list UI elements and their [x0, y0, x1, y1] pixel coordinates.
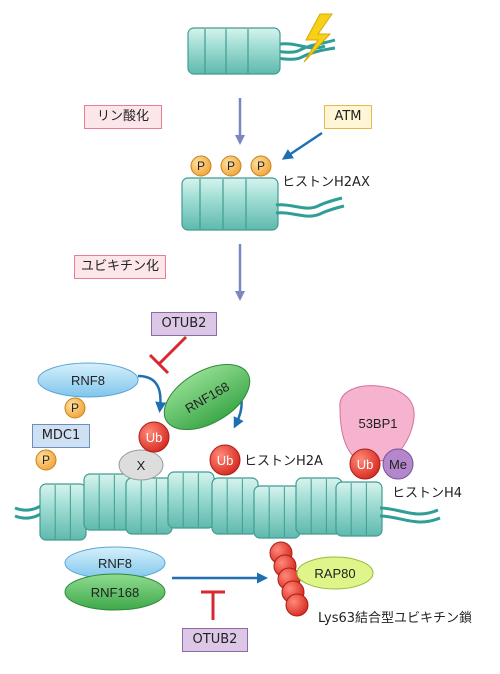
rnf8-bottom-label: RNF8 [98, 556, 132, 571]
bp53-label: 53BP1 [358, 416, 397, 431]
me-shape [382, 448, 414, 480]
ub-h2a-shape [209, 444, 241, 476]
rnf8-top-shape [37, 362, 139, 398]
rnf168-bottom-label: RNF168 [91, 585, 139, 600]
atm-label: ATM [324, 105, 372, 129]
phospho-label-3: P [257, 159, 265, 173]
rap80-label: RAP80 [314, 566, 355, 581]
phospho-label-2: P [227, 159, 235, 173]
rnf168-bottom-shape [64, 573, 166, 611]
phospho-mdc1-1 [64, 397, 86, 419]
histone-h2a-label: ヒストンH2A [244, 454, 323, 469]
otub2-inhibition-top [148, 335, 188, 375]
phospho-label-1: P [197, 159, 205, 173]
x-protein-label: X [137, 458, 146, 473]
rap80-shape [296, 556, 374, 590]
fiber-nucleosome-7 [295, 477, 343, 535]
fiber-nucleosome-5 [211, 477, 259, 535]
lys63-ubiquitin-chain [269, 541, 309, 617]
fiber-nucleosome-1 [39, 483, 87, 541]
ub-top-shape [138, 421, 170, 453]
otub2-bottom-label: OTUB2 [182, 628, 248, 652]
fiber-nucleosome-4 [167, 471, 215, 529]
phospho-mdc1-2 [35, 449, 57, 471]
fiber-nucleosome-6 [253, 485, 301, 539]
x-protein-shape [118, 449, 164, 481]
arrow-rnf8-to-ub [137, 374, 167, 413]
phospho-label-mdc1-1: P [71, 401, 79, 415]
me-label: Me [389, 457, 407, 472]
rnf168-top-shape [163, 363, 251, 431]
fiber-nucleosome-3 [125, 477, 173, 535]
top-nucleosome [187, 27, 336, 75]
phospho-label-mdc1-2: P [42, 453, 50, 467]
lys63-chain-label: Lys63結合型ユビキチン鎖 [318, 611, 473, 626]
rnf8-top-label: RNF8 [71, 373, 105, 388]
otub2-top-label: OTUB2 [151, 312, 217, 336]
h2ax-nucleosome [181, 177, 345, 231]
phospho-group-h2ax [190, 155, 272, 177]
ub-h4-label: Ub [357, 457, 374, 472]
mdc1-label: MDC1 [32, 424, 90, 448]
fiber-nucleosome-2 [83, 473, 131, 531]
ub-h4-shape [349, 448, 381, 480]
fiber-nucleosome-8 [335, 481, 383, 537]
ub-top-label: Ub [146, 430, 163, 445]
histone-h4-label: ヒストンH4 [392, 486, 463, 501]
histone-h2ax-label: ヒストンH2AX [282, 175, 370, 190]
ub-h2a-label: Ub [217, 453, 234, 468]
bp53-shape [339, 385, 415, 463]
lightning-icon [303, 13, 333, 63]
phosphorylation-label: リン酸化 [84, 105, 162, 129]
arrow-atm [281, 131, 323, 160]
ubiquitination-label: ユビキチン化 [74, 255, 166, 279]
otub2-inhibition-bottom [201, 590, 225, 620]
chromatin-fiber [14, 471, 441, 541]
